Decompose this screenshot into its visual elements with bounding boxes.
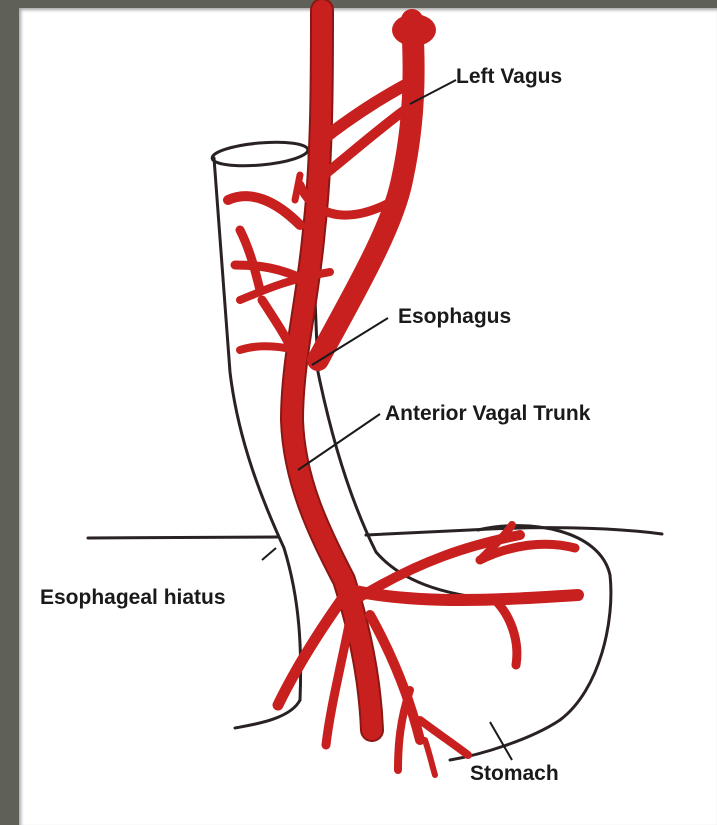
label-esophagus: Esophagus: [398, 305, 511, 328]
stomach-leader: [490, 722, 512, 760]
vagus-nerves: [228, 10, 578, 775]
anterior-vagal-trunk-leader: [298, 414, 380, 470]
stomach-outline: [450, 526, 611, 760]
label-esophageal-hiatus: Esophageal hiatus: [40, 586, 226, 609]
label-left-vagus: Left Vagus: [456, 65, 562, 88]
label-stomach: Stomach: [470, 762, 559, 785]
esophageal-hiatus-leader: [262, 548, 276, 560]
label-anterior-vagal-trunk: Anterior Vagal Trunk: [385, 402, 591, 425]
